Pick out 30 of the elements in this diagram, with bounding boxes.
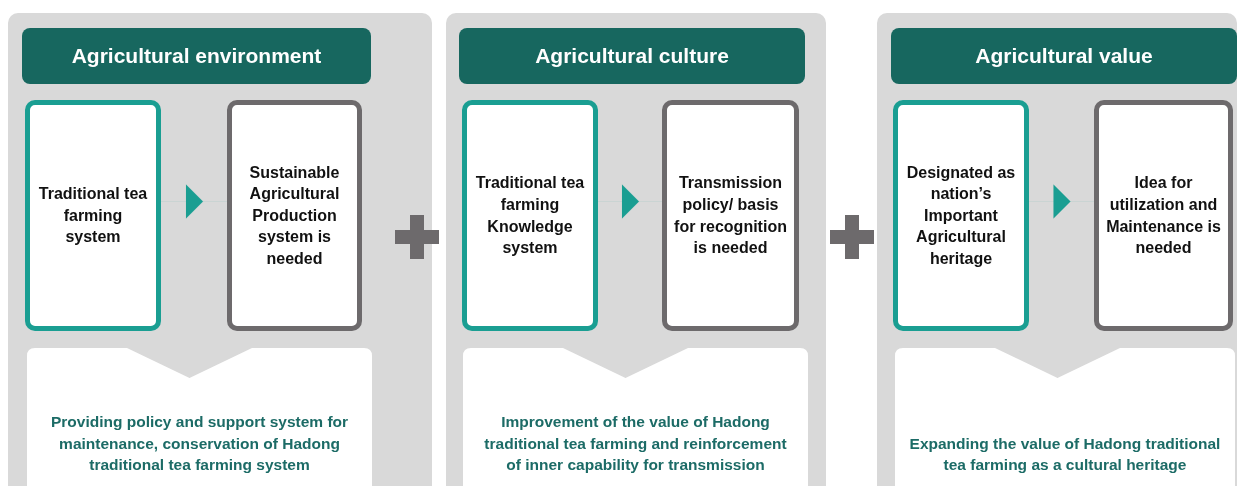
arrow xyxy=(1028,184,1095,219)
arrow xyxy=(160,184,228,219)
box-text: Traditional tea farming system xyxy=(37,184,149,248)
process-box xyxy=(1094,100,1233,331)
section-header xyxy=(891,28,1237,84)
process-box xyxy=(462,100,598,331)
process-box xyxy=(227,100,362,331)
panel-background xyxy=(8,13,432,486)
result-text: Expanding the value of Hadong traditional tea farming as a cultural heritage xyxy=(909,433,1221,476)
process-box xyxy=(893,100,1029,331)
box-text: Designated as nation’s Important Agricultural heritage xyxy=(905,162,1017,269)
process-box xyxy=(25,100,161,331)
box-text: Traditional tea farming Knowledge system xyxy=(474,173,586,259)
result-box xyxy=(463,348,808,486)
result-box xyxy=(895,348,1235,486)
box-text: Idea for utilization and Maintenance is needed xyxy=(1105,173,1222,259)
panel-background xyxy=(877,13,1237,486)
process-box xyxy=(662,100,799,331)
result-text: Improvement of the value of Hadong traditional tea farming and reinforcement of inner capability for transmission xyxy=(483,411,788,476)
result-text: Providing policy and support system for maintenance, conservation of Hadong traditional tea farming system xyxy=(49,411,350,476)
arrow xyxy=(597,184,663,219)
box-text: Sustainable Agricultural Production system is needed xyxy=(248,162,341,269)
box-text: Transmission policy/ basis for recognition is needed xyxy=(673,173,788,259)
header-title: Agricultural environment xyxy=(71,44,322,68)
header-title: Agricultural culture xyxy=(535,44,729,68)
section-header xyxy=(22,28,371,84)
header-title: Agricultural value xyxy=(975,44,1153,68)
panel-background xyxy=(446,13,826,486)
result-box xyxy=(27,348,372,486)
section-header xyxy=(459,28,805,84)
